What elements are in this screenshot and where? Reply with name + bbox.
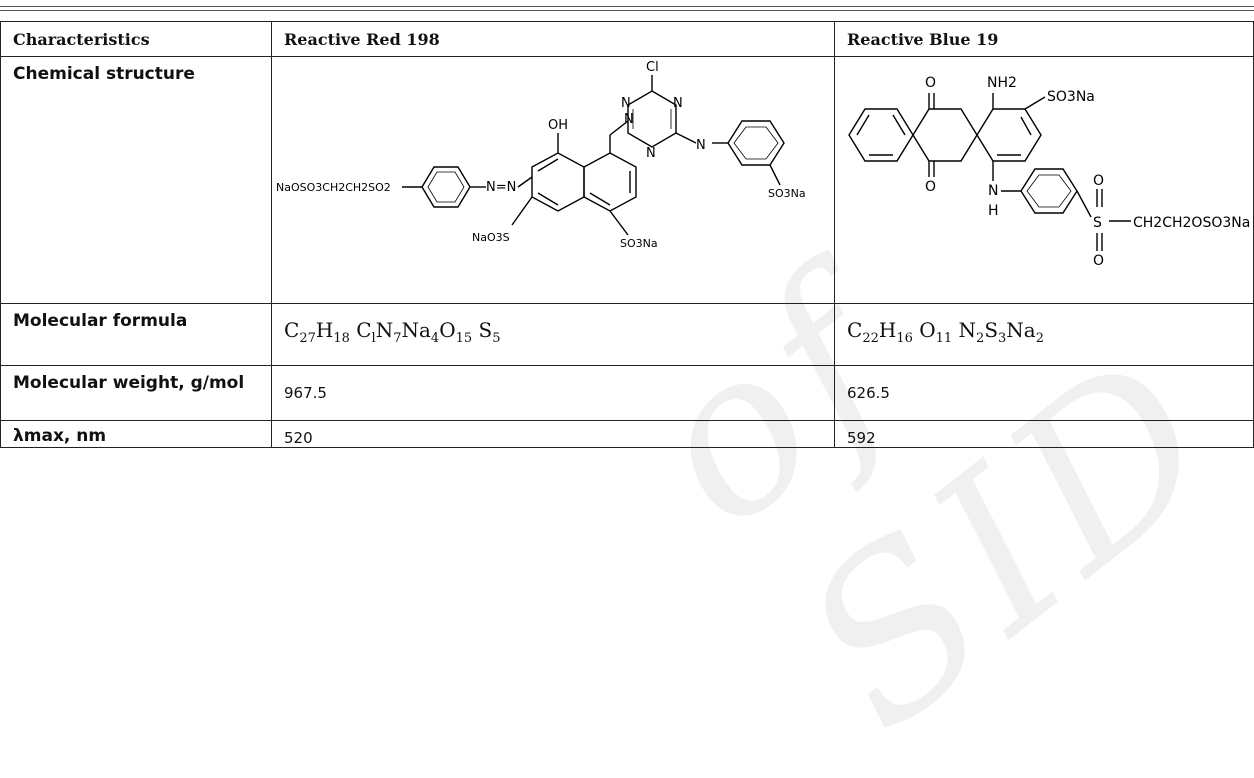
red198-so3na-1-label: SO3Na [620, 237, 658, 250]
blue19-o4-label: O [1093, 253, 1104, 269]
header-characteristics: Characteristics [0, 21, 272, 57]
blue19-nh2-label: NH2 [987, 75, 1017, 91]
molecular-formula-row: Molecular formula C27H18 ClN7Na4O15 S5 C… [0, 303, 1254, 366]
red198-weight: 967.5 [271, 365, 835, 421]
lambda-max-label: λmax, nm [0, 420, 272, 448]
blue19-h-label: H [988, 203, 999, 219]
blue19-weight: 626.5 [834, 365, 1254, 421]
blue19-o1-label: O [925, 75, 936, 91]
lambda-max-row: λmax, nm 520 592 [0, 420, 1254, 448]
red198-sulfonyl-label: NaOSO3CH2CH2SO2 [276, 181, 391, 194]
molecular-weight-label: Molecular weight, g/mol [0, 365, 272, 421]
red198-n5-label: N [696, 138, 706, 153]
dye-characteristics-table: Characteristics Reactive Red 198 Reactiv… [0, 21, 1254, 448]
red198-n1-label: N [621, 96, 631, 111]
blue19-lambda: 592 [834, 420, 1254, 448]
blue19-structure-cell: O NH2 SO3Na O N H S O O CH2CH2OSO3Na [834, 56, 1254, 304]
blue19-n-label: N [988, 183, 998, 199]
red198-so3na-2-label: SO3Na [768, 187, 806, 200]
chemical-structure-row: Chemical structure [0, 56, 1254, 304]
red198-nao3s-label: NaO3S [472, 231, 510, 244]
header-reactive-blue-19: Reactive Blue 19 [834, 21, 1254, 57]
blue19-formula: C22H16 O11 N2S3Na2 [834, 303, 1254, 366]
red198-structure-cell: Cl N N N OH N N N=N NaOSO3CH2CH2SO2 NaO3… [271, 56, 835, 304]
blue19-o2-label: O [925, 179, 936, 195]
red198-n4-label: N [624, 112, 634, 127]
header-row: Characteristics Reactive Red 198 Reactiv… [0, 21, 1254, 57]
red198-formula: C27H18 ClN7Na4O15 S5 [271, 303, 835, 366]
molecular-weight-row: Molecular weight, g/mol 967.5 626.5 [0, 365, 1254, 421]
blue19-ch2-chain-label: CH2CH2OSO3Na [1133, 215, 1250, 231]
red198-cl-label: Cl [646, 60, 659, 75]
header-reactive-red-198: Reactive Red 198 [271, 21, 835, 57]
blue19-s-label: S [1093, 215, 1102, 231]
blue19-so3na-label: SO3Na [1047, 89, 1095, 105]
top-rule-2 [0, 10, 1254, 11]
red198-structure-image: Cl N N N OH N N N=N NaOSO3CH2CH2SO2 NaO3… [276, 60, 806, 250]
chemical-structure-label: Chemical structure [0, 56, 272, 304]
blue19-structure-image: O NH2 SO3Na O N H S O O CH2CH2OSO3Na [848, 75, 1250, 269]
red198-azo-label: N=N [486, 180, 516, 195]
red198-lambda: 520 [271, 420, 835, 448]
red198-n2-label: N [673, 96, 683, 111]
molecular-formula-label: Molecular formula [0, 303, 272, 366]
red198-oh-label: OH [548, 118, 568, 133]
top-rule [0, 6, 1254, 7]
blue19-o3-label: O [1093, 173, 1104, 189]
red198-n3-label: N [646, 146, 656, 161]
